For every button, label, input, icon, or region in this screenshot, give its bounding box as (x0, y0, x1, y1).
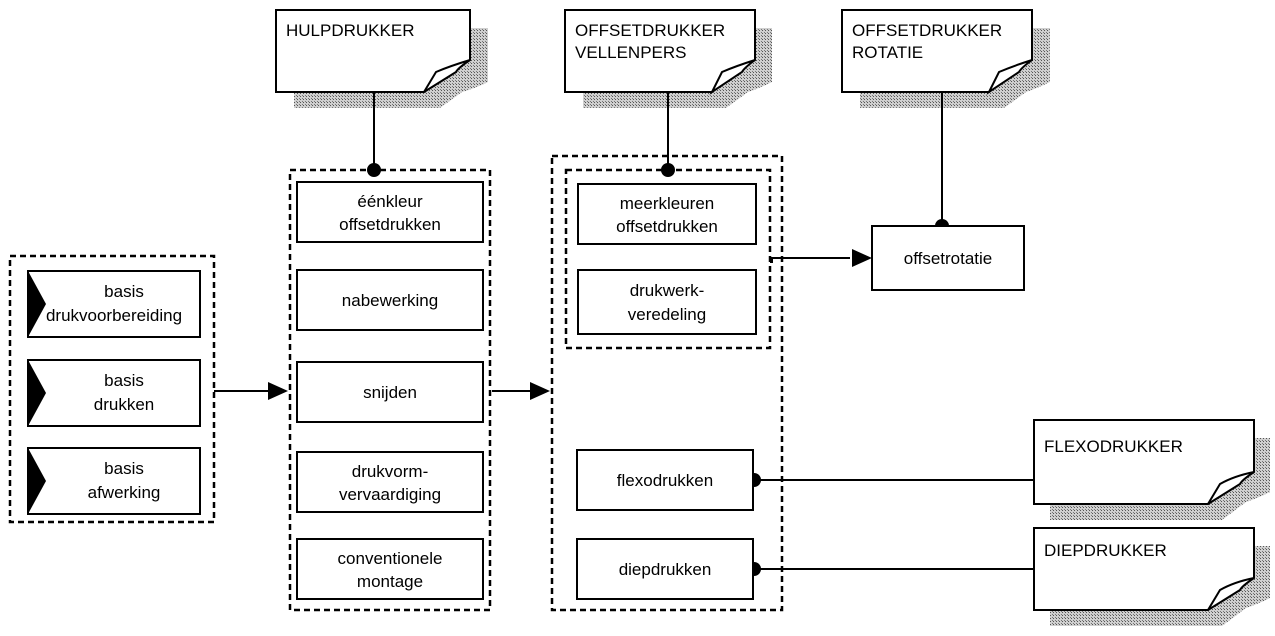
vellenpers-inner-frame (564, 168, 772, 350)
module-flexodrukken: flexodrukken (576, 449, 754, 511)
basis-group: basis drukvoorbereiding basis drukken ba… (8, 254, 216, 524)
label: montage (357, 572, 423, 591)
basis-module-1-marker (28, 271, 46, 337)
doc-flexodrukker-line1: FLEXODRUKKER (1044, 437, 1183, 456)
basis-module-2-marker (28, 360, 46, 426)
label: basis (104, 371, 144, 390)
basis-module-2: basis drukken (27, 359, 201, 427)
hulp-module-1: éénkleur offsetdrukken (296, 181, 484, 243)
doc-offset-rotatie-line1: OFFSETDRUKKER (852, 21, 1002, 40)
label: basis (104, 282, 144, 301)
label: meerkleuren (620, 194, 715, 213)
hulp-group: éénkleur offsetdrukken nabewerking snijd… (288, 168, 492, 612)
basis-frame (8, 254, 216, 524)
module-diepdrukken: diepdrukken (576, 538, 754, 600)
label: afwerking (88, 483, 161, 502)
arrow-vellen-to-rotatie-head (852, 249, 872, 267)
label: éénkleur (357, 192, 423, 211)
label: snijden (363, 383, 417, 402)
doc-diepdrukker: DIEPDRUKKER (1033, 527, 1270, 626)
doc-offset-vellenpers-line1: OFFSETDRUKKER (575, 21, 725, 40)
label: drukvorm- (352, 462, 429, 481)
label: offsetdrukken (339, 215, 441, 234)
doc-offset-vellenpers-line2: VELLENPERS (575, 43, 687, 62)
vellen-module-1: meerkleuren offsetdrukken (577, 183, 757, 245)
label: conventionele (338, 549, 443, 568)
doc-offset-rotatie-line2: ROTATIE (852, 43, 923, 62)
label: basis (104, 459, 144, 478)
label: offsetdrukken (616, 217, 718, 236)
basis-module-1: basis drukvoorbereiding (27, 270, 201, 338)
label: nabewerking (342, 291, 438, 310)
hulp-module-4: drukvorm- vervaardiging (296, 451, 484, 513)
label: offsetrotatie (904, 249, 993, 268)
doc-offset-vellenpers: OFFSETDRUKKER VELLENPERS (564, 9, 772, 108)
offset-group: meerkleuren offsetdrukken drukwerk- vere… (550, 154, 784, 612)
doc-offset-rotatie: OFFSETDRUKKER ROTATIE (841, 9, 1050, 108)
label: veredeling (628, 305, 706, 324)
offset-outer-frame (550, 154, 784, 612)
label: vervaardiging (339, 485, 441, 504)
basis-module-3: basis afwerking (27, 447, 201, 515)
label: diepdrukken (619, 560, 712, 579)
hulp-module-3: snijden (296, 361, 484, 423)
doc-hulpdrukker: HULPDRUKKER (275, 9, 488, 108)
label: drukwerk- (630, 281, 705, 300)
module-offsetrotatie: offsetrotatie (871, 225, 1025, 291)
doc-hulpdrukker-line1: HULPDRUKKER (286, 21, 414, 40)
vellen-module-2: drukwerk- veredeling (577, 269, 757, 335)
hulp-module-5: conventionele montage (296, 538, 484, 600)
arrow-basis-to-hulp-head (268, 382, 288, 400)
doc-flexodrukker: FLEXODRUKKER (1033, 419, 1270, 520)
doc-diepdrukker-line1: DIEPDRUKKER (1044, 541, 1167, 560)
hulp-frame (288, 168, 492, 612)
label: drukken (94, 395, 154, 414)
label: flexodrukken (617, 471, 713, 490)
basis-module-3-marker (28, 448, 46, 514)
label: drukvoorbereiding (46, 306, 182, 325)
arrow-hulp-to-vellen-head (530, 382, 550, 400)
hulp-module-2: nabewerking (296, 269, 484, 331)
